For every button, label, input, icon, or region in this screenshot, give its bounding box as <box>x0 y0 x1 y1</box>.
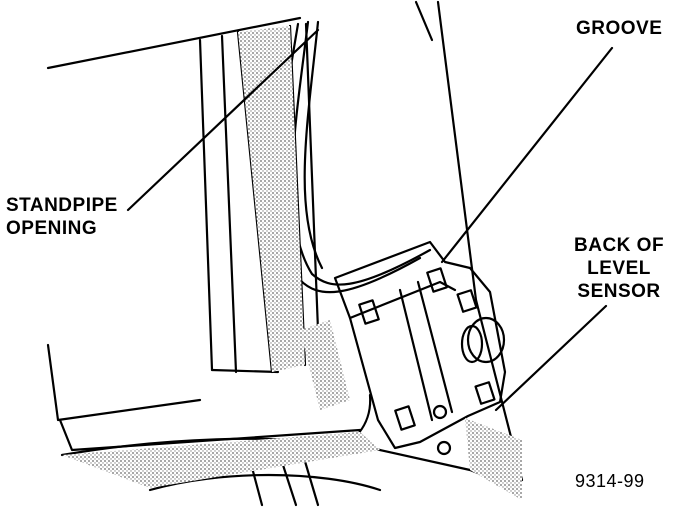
shaded-channel <box>238 26 305 372</box>
sensor-knob <box>466 316 506 364</box>
leader-groove <box>440 46 614 264</box>
groove-label: GROOVE <box>576 18 663 39</box>
standpipe-frame-left <box>198 38 214 372</box>
sensor-plate <box>333 240 507 450</box>
tank-top-edge <box>46 16 302 70</box>
standpipe-opening-label: STANDPIPE OPENING <box>6 195 118 239</box>
leader-standpipe <box>126 28 320 212</box>
back-of-level-sensor-label: BACK OF LEVEL SENSOR <box>574 235 665 302</box>
leader-back-of-sensor <box>494 304 608 412</box>
figure-number: 9314-99 <box>575 471 645 491</box>
tank-wall-left <box>436 0 478 302</box>
